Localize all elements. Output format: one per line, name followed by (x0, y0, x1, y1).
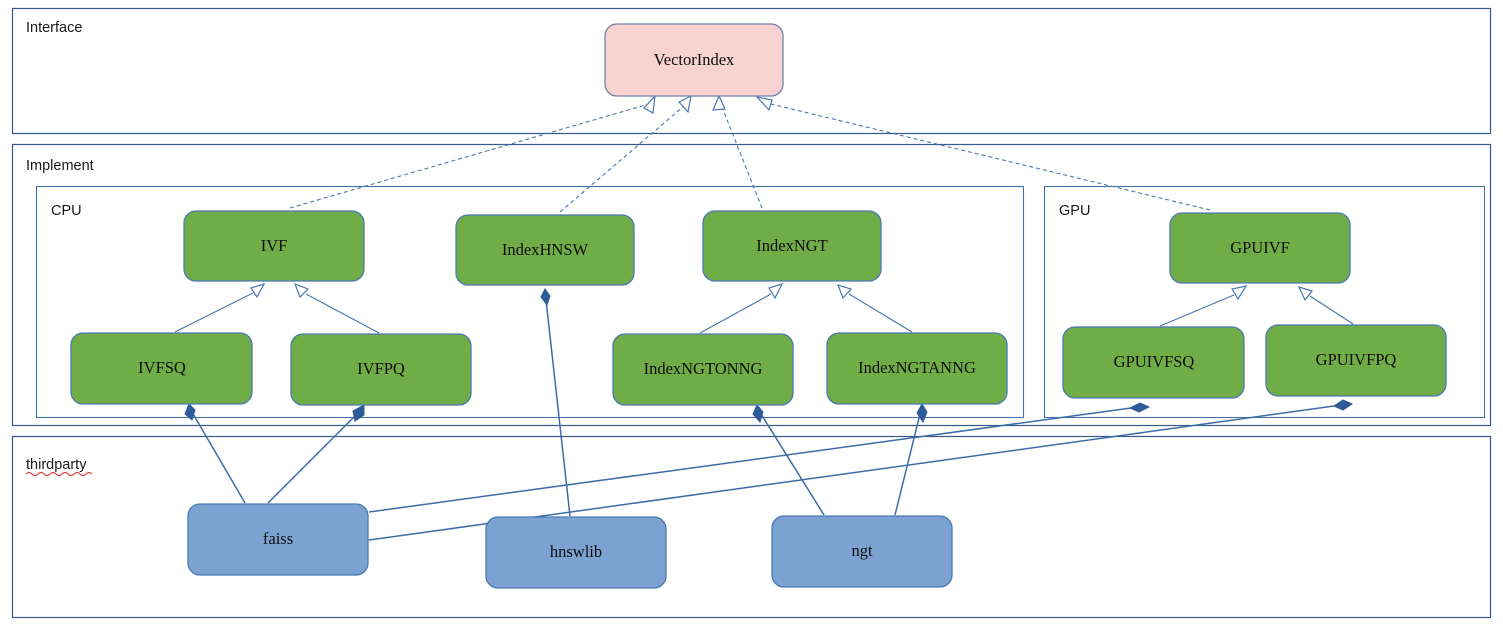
node-ngt-rect[interactable] (771, 515, 953, 588)
node-vectorindex-rect[interactable] (604, 23, 784, 97)
generalization-arrowhead-icon (768, 283, 784, 300)
node-gpuivf[interactable]: GPUIVF (1169, 212, 1351, 284)
generalization-arrowhead-icon (293, 282, 310, 299)
edge-ivfpq-to-ivf (293, 282, 380, 334)
node-indexngt-label: IndexNGT (756, 236, 827, 255)
composition-diamond-icon (540, 288, 551, 307)
node-vectorindex[interactable]: VectorIndex (604, 23, 784, 97)
composition-diamond-icon (916, 403, 928, 424)
node-gpuivfpq[interactable]: GPUIVFPQ (1265, 324, 1447, 397)
edge-ivfsq-to-ivf (174, 282, 266, 333)
composition-diamond-icon (1332, 399, 1354, 411)
node-ivfpq-rect[interactable] (290, 333, 472, 406)
node-ivfpq[interactable]: IVFPQ (290, 333, 472, 406)
composition-diamond-icon (184, 403, 196, 421)
edge-faiss-to-gpuivfsq (368, 402, 1151, 513)
generalization-arrowhead-icon (250, 282, 266, 299)
node-faiss-label: faiss (263, 529, 293, 548)
node-indexhnsw-label: IndexHNSW (502, 240, 589, 259)
edge-ngt-to-indexngtanng (894, 403, 928, 516)
edge-indexngt-to-vectorindex (712, 94, 763, 209)
node-ivfsq-label: IVFSQ (138, 358, 186, 377)
node-ngt-label: ngt (851, 541, 873, 560)
realization-arrowhead-icon (755, 96, 773, 112)
node-faiss-rect[interactable] (187, 503, 369, 576)
edge-indexhnsw-to-vectorindex (559, 94, 692, 213)
interface-container-label: Interface (26, 20, 82, 36)
node-faiss[interactable]: faiss (187, 503, 369, 576)
node-hnswlib-label: hnswlib (550, 542, 602, 561)
edge-ivf-to-vectorindex (289, 94, 656, 209)
generalization-arrowhead-icon (836, 284, 853, 300)
node-hnswlib-rect[interactable] (485, 516, 667, 589)
edge-gpuivfsq-to-gpuivf (1159, 285, 1248, 327)
node-gpuivfpq-rect[interactable] (1265, 324, 1447, 397)
node-indexngtonng-rect[interactable] (612, 333, 794, 406)
node-indexngtonng-label: IndexNGTONNG (644, 359, 763, 378)
node-indexngt-rect[interactable] (702, 210, 882, 282)
edge-gpuivf-to-vectorindex (755, 96, 1211, 211)
edge-hnswlib-to-indexhnsw (540, 288, 571, 517)
node-gpuivfsq[interactable]: GPUIVFSQ (1062, 326, 1245, 399)
realization-arrowhead-icon (712, 94, 726, 111)
node-indexhnsw-rect[interactable] (455, 214, 635, 286)
implement-container-label: Implement (26, 158, 94, 174)
node-ivf-label: IVF (261, 236, 288, 255)
spellcheck-underline-icon (25, 471, 93, 477)
composition-diamond-icon (352, 404, 365, 422)
edge-indexngtonng-to-indexngt (699, 283, 784, 334)
edge-ngt-to-indexngtonng (752, 404, 825, 516)
node-ivf[interactable]: IVF (183, 210, 365, 282)
node-ivfsq-rect[interactable] (70, 332, 253, 405)
edge-gpuivfpq-to-gpuivf (1297, 286, 1354, 325)
node-ivf-rect[interactable] (183, 210, 365, 282)
edge-faiss-to-ivfpq (267, 404, 365, 504)
node-hnswlib[interactable]: hnswlib (485, 516, 667, 589)
node-indexhnsw[interactable]: IndexHNSW (455, 214, 635, 286)
node-indexngtanng[interactable]: IndexNGTANNG (826, 332, 1008, 405)
node-gpuivfpq-label: GPUIVFPQ (1316, 350, 1397, 369)
node-gpuivf-label: GPUIVF (1230, 238, 1290, 257)
node-indexngtanng-rect[interactable] (826, 332, 1008, 405)
edge-faiss-to-ivfsq (184, 403, 246, 504)
thirdparty-container-label: thirdparty (26, 457, 87, 473)
node-ngt[interactable]: ngt (771, 515, 953, 588)
node-indexngtonng[interactable]: IndexNGTONNG (612, 333, 794, 406)
node-gpuivfsq-label: GPUIVFSQ (1114, 352, 1195, 371)
gpu-container-label: GPU (1059, 203, 1090, 219)
cpu-container-label: CPU (51, 203, 82, 219)
node-indexngtanng-label: IndexNGTANNG (858, 358, 976, 377)
composition-diamond-icon (752, 404, 764, 424)
realization-arrowhead-icon (643, 94, 656, 114)
node-indexngt[interactable]: IndexNGT (702, 210, 882, 282)
node-gpuivf-rect[interactable] (1169, 212, 1351, 284)
generalization-arrowhead-icon (1297, 286, 1314, 302)
composition-diamond-icon (1128, 402, 1151, 413)
node-ivfsq[interactable]: IVFSQ (70, 332, 253, 405)
realization-arrowhead-icon (678, 94, 692, 114)
generalization-arrowhead-icon (1231, 285, 1248, 301)
node-gpuivfsq-rect[interactable] (1062, 326, 1245, 399)
edge-indexngtanng-to-indexngt (836, 284, 913, 333)
node-ivfpq-label: IVFPQ (357, 359, 405, 378)
node-vectorindex-label: VectorIndex (654, 50, 735, 69)
